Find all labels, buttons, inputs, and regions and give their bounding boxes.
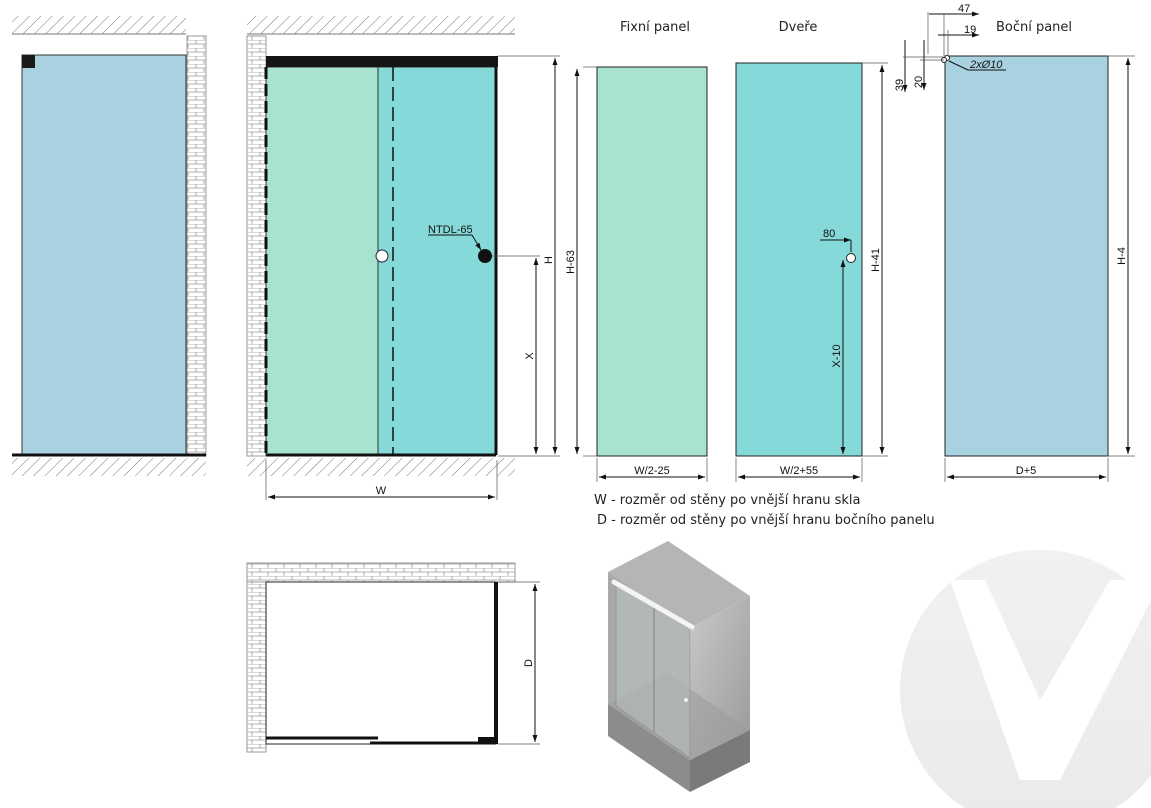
fixed-width-label: W/2-25 (634, 465, 669, 477)
w-note: W - rozměr od stěny po vnější hranu skla (594, 493, 861, 508)
dim-19-label: 19 (964, 24, 976, 36)
side-height-label: H-4 (1116, 247, 1128, 265)
dim-20-label: 20 (913, 76, 925, 88)
holes-label: 2xØ10 (969, 59, 1003, 71)
door-hole-height-label: X-10 (831, 344, 843, 367)
d-note: D - rozměr od stěny po vnější hranu bočn… (597, 513, 935, 528)
ceiling-hatch (12, 16, 186, 34)
side-elevation-view (12, 16, 207, 476)
dim-39-label: 39 (894, 79, 906, 91)
ntdl-label: NTDL-65 (428, 224, 473, 236)
door-width-label: W/2+55 (780, 465, 818, 477)
plan-view: D (246, 562, 540, 753)
side-panel-title: Boční panel (996, 20, 1072, 35)
front-elevation-view: NTDL-65 H X W (246, 16, 560, 500)
door-handle (478, 249, 492, 263)
fixed-height-label: H-63 (565, 250, 577, 274)
watermark-logo (900, 550, 1151, 808)
wall-brick-left (246, 581, 267, 753)
wall-brick (246, 35, 267, 457)
side-width-label: D+5 (1016, 465, 1037, 477)
fixed-knob (375, 249, 389, 263)
width-label: W (376, 485, 387, 497)
door-hole-offset-label: 80 (823, 228, 835, 240)
door-height-label: H-41 (870, 248, 882, 272)
height-label: H (543, 256, 555, 264)
depth-label: D (523, 659, 535, 667)
floor-hatch (12, 458, 206, 476)
side-panel-glass (21, 54, 187, 456)
dim-47-label: 47 (958, 3, 970, 15)
wall-brick-top (246, 562, 516, 583)
corner-bracket (22, 55, 35, 68)
door-part: H-41 80 X-10 W/2+55 (735, 62, 888, 482)
fixed-panel-glass (265, 66, 379, 456)
side-panel-part: H-4 D+5 47 19 39 20 2xØ10 (894, 3, 1135, 482)
door-glass (377, 66, 497, 456)
ceiling-hatch (247, 16, 515, 34)
floor-hatch (247, 458, 515, 476)
x-label: X (524, 352, 536, 360)
top-rail-profile (266, 56, 498, 67)
door-title: Dveře (779, 20, 818, 35)
isometric-view (608, 541, 750, 792)
fixed-panel-part: H-63 W/2-25 (565, 66, 708, 482)
door-hole (846, 253, 856, 263)
wall-brick (186, 35, 207, 457)
fixed-panel-title: Fixní panel (620, 20, 690, 35)
